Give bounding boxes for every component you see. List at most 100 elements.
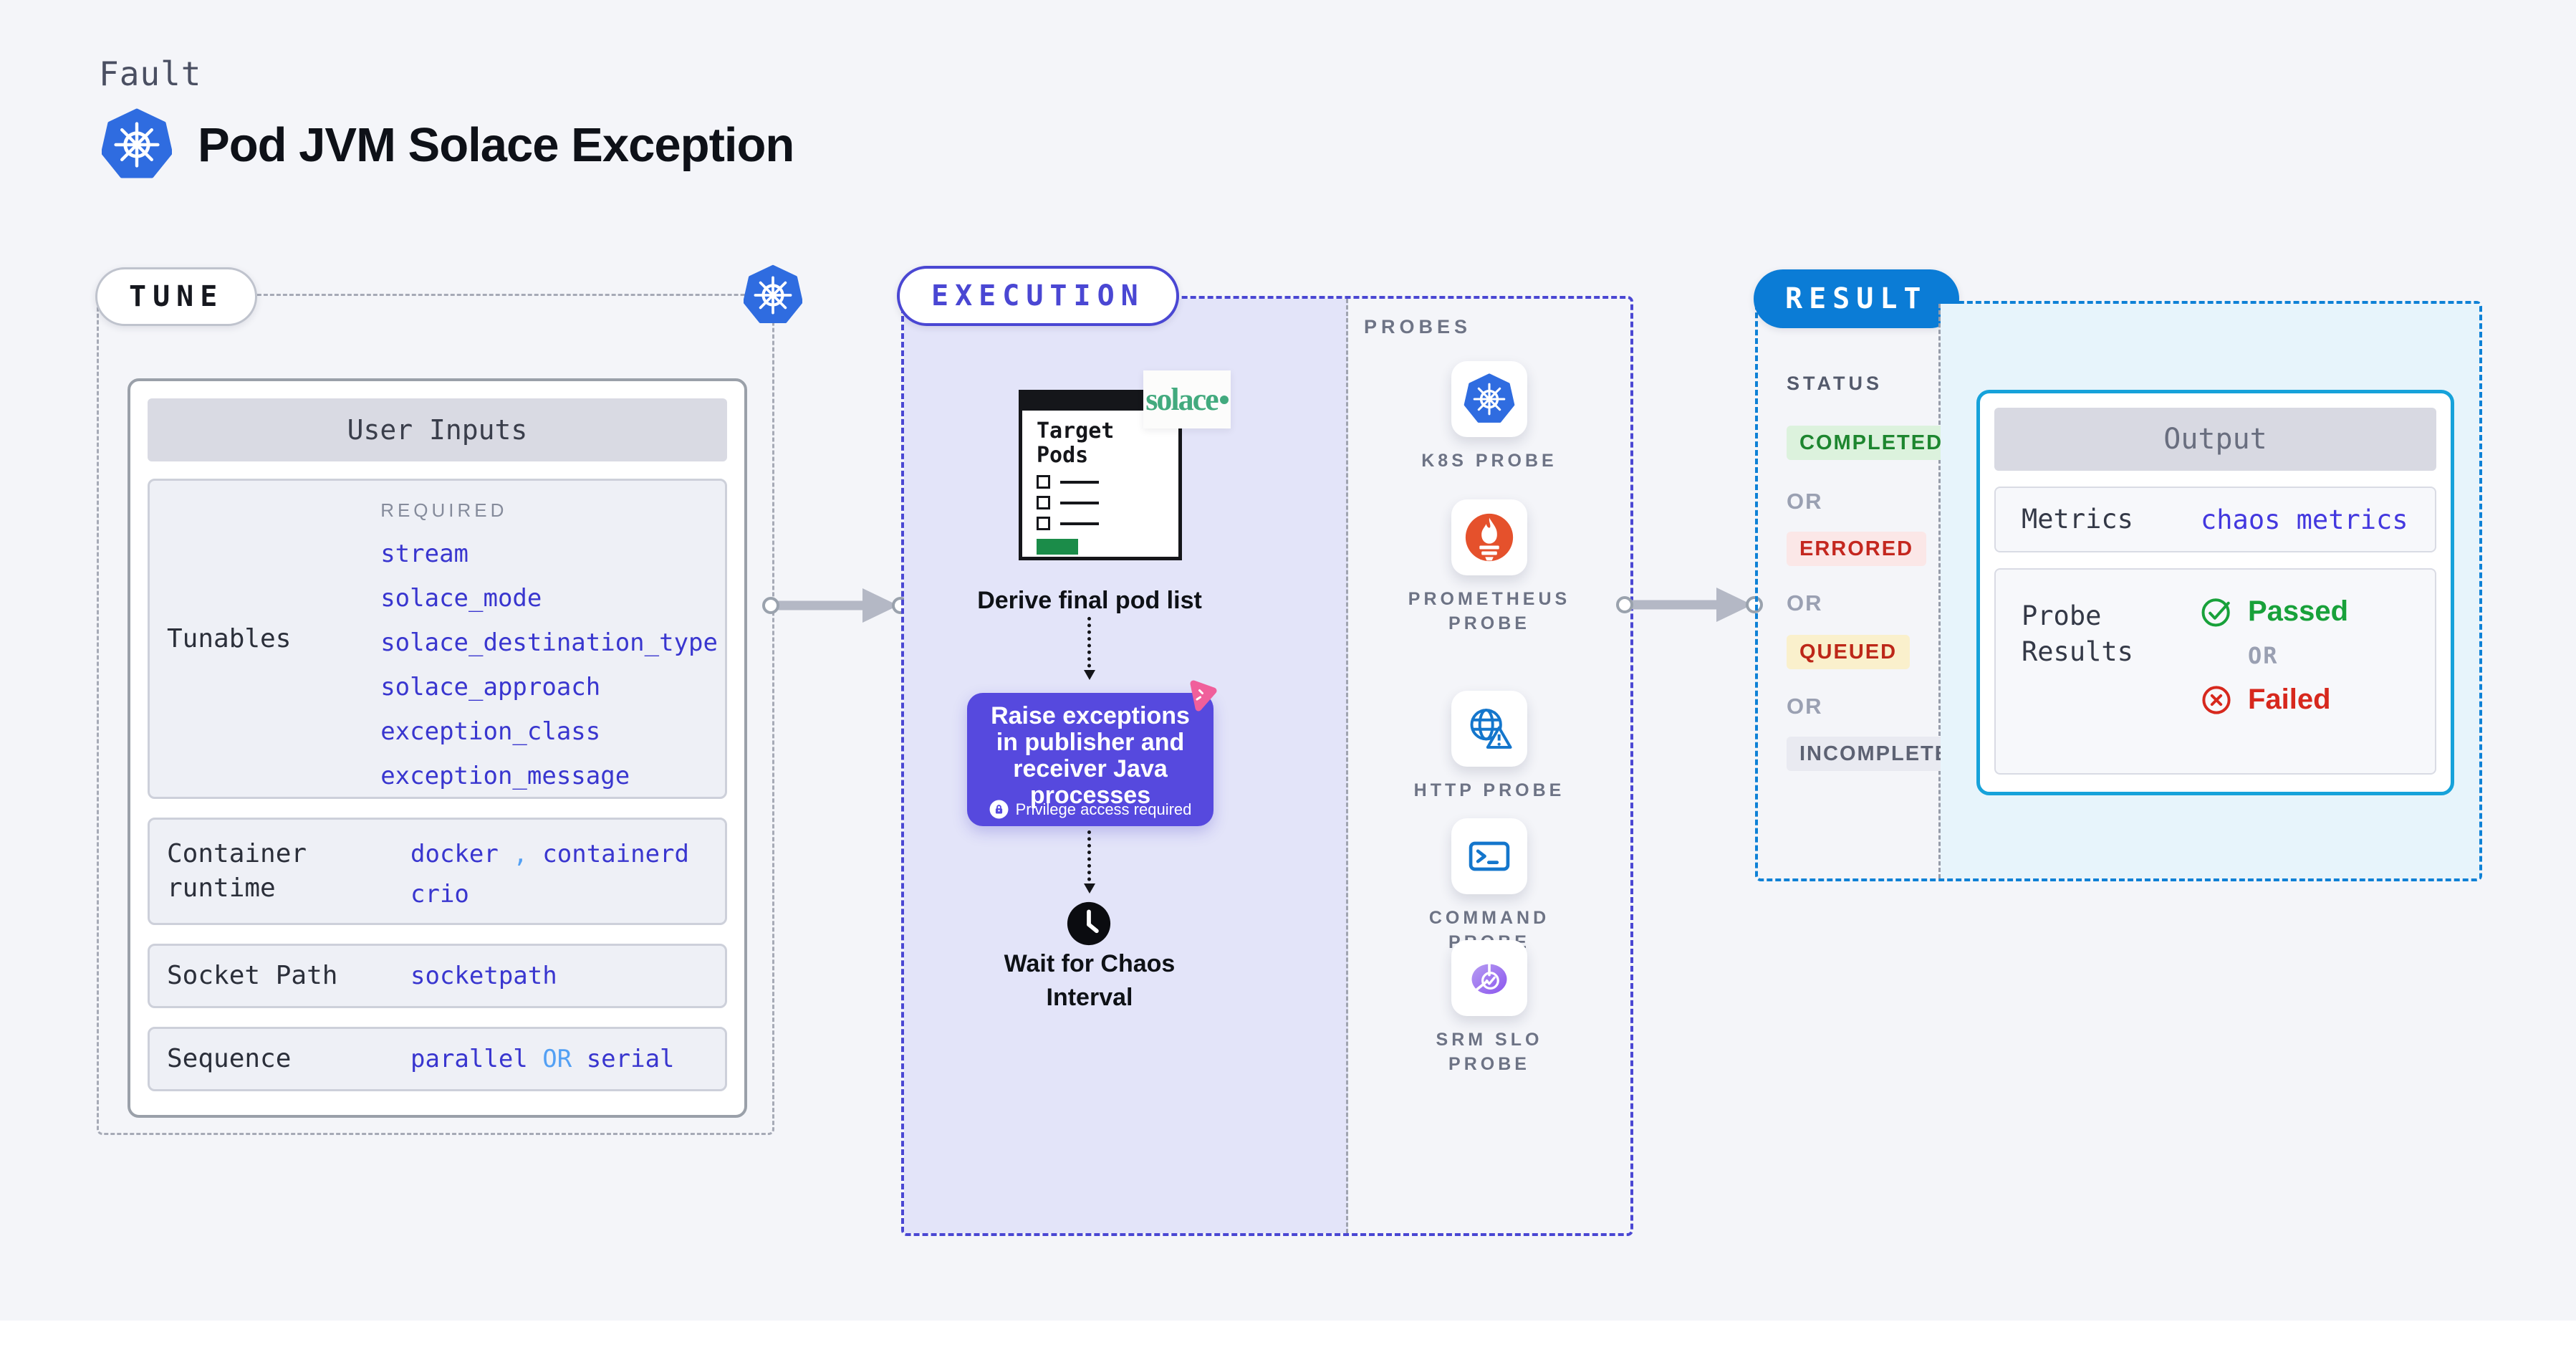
page-title: Pod JVM Solace Exception [198, 118, 794, 172]
runtime-separator: , [513, 840, 528, 868]
runtime-crio: crio [410, 880, 469, 909]
dotted-arrow [1084, 617, 1095, 680]
chaos-icon [1190, 680, 1217, 712]
output-area: Output Metrics chaos metrics Probe Resul… [1941, 304, 2479, 878]
title-row: Pod JVM Solace Exception [102, 107, 794, 182]
output-header: Output [1994, 408, 2436, 471]
metrics-row: Metrics chaos metrics [1994, 487, 2436, 552]
status-completed: COMPLETED [1787, 426, 1956, 460]
probe-card [1451, 818, 1527, 894]
tunable-value: solace_approach [380, 673, 601, 701]
kubernetes-icon [744, 264, 802, 326]
status-or: OR [1787, 590, 1823, 616]
user-inputs-card: User Inputs Tunables REQUIRED stream sol… [128, 378, 747, 1118]
checkbox-icon [1037, 496, 1050, 509]
lock-icon [989, 800, 1009, 819]
status-or: OR [1787, 489, 1823, 514]
dotted-arrow [1084, 830, 1095, 894]
status-queued: QUEUED [1787, 635, 1911, 669]
slo-pie-icon [1471, 963, 1507, 995]
tunables-values: REQUIRED stream solace_mode solace_desti… [380, 481, 725, 797]
sequence-serial: serial [586, 1045, 675, 1073]
runtime-docker: docker [410, 840, 499, 868]
execution-flow-area: Target Pods solace Derive final pod list [904, 299, 1348, 1233]
terminal-icon [1469, 841, 1510, 871]
probe-results-values: Passed OR Failed [2201, 570, 2348, 716]
result-badge: RESULT [1754, 269, 1959, 328]
container-runtime-label: Container runtime [167, 839, 307, 903]
list-line [1060, 522, 1099, 525]
checkbox-icon [1037, 475, 1050, 489]
output-card: Output Metrics chaos metrics Probe Resul… [1976, 390, 2454, 795]
probe-card [1451, 940, 1527, 1016]
green-bar [1037, 539, 1078, 555]
action-text: Raise exceptions in publisher and receiv… [991, 702, 1190, 809]
solace-dot [1219, 395, 1229, 404]
sequence-or: OR [542, 1045, 572, 1073]
kubernetes-icon [1464, 373, 1515, 423]
bottom-strip [0, 1321, 2576, 1365]
x-circle-icon [2202, 685, 2231, 714]
user-inputs-header: User Inputs [148, 398, 727, 461]
probe-srm-slo: SRM SLO PROBE [1348, 940, 1630, 1076]
probe-card [1451, 361, 1527, 437]
wait-chaos-caption: Wait for Chaos Interval [1004, 950, 1176, 1011]
probe-results-row: Probe Results Passed OR [1994, 568, 2436, 775]
failed-text: Failed [2248, 684, 2331, 715]
execution-section: Target Pods solace Derive final pod list [901, 296, 1633, 1236]
status-heading: STATUS [1787, 373, 1883, 394]
tunable-value: solace_destination_type [380, 628, 718, 657]
socket-path-value: socketpath [410, 962, 557, 990]
metrics-label: Metrics [2022, 504, 2133, 535]
probe-card [1451, 691, 1527, 767]
derive-pod-list-caption: Derive final pod list [977, 587, 1202, 614]
checkbox-icon [1037, 517, 1050, 530]
sequence-row: Sequence parallel OR serial [148, 1027, 727, 1091]
check-circle-icon [2201, 598, 2230, 626]
prometheus-icon [1465, 513, 1514, 562]
status-column: STATUS COMPLETED OR ERRORED OR QUEUED OR… [1758, 304, 1980, 878]
target-pods-title: Target Pods [1037, 418, 1115, 468]
probe-results-label: Probe Results [2022, 600, 2133, 667]
metrics-value: chaos metrics [2201, 504, 2408, 535]
flow-arrow [1616, 588, 1763, 622]
tunables-label: Tunables [167, 623, 292, 653]
target-pods-window: Target Pods [1019, 390, 1182, 560]
probe-prometheus: PROMETHEUS PROBE [1348, 499, 1630, 636]
kubernetes-icon [102, 107, 172, 182]
tune-badge: TUNE [95, 267, 258, 326]
probe-http: HTTP PROBE [1348, 691, 1630, 803]
tunable-value: exception_class [380, 717, 601, 746]
status-errored: ERRORED [1787, 532, 1927, 566]
tunable-value: stream [380, 540, 469, 568]
fault-kicker: Fault [99, 54, 202, 93]
raise-exceptions-box: Raise exceptions in publisher and receiv… [967, 680, 1217, 826]
probes-column: PROBES K8S PROBE PROMETHEUS [1348, 299, 1630, 1233]
globe-warning-icon [1470, 709, 1512, 749]
privilege-text: Privilege access required [1015, 800, 1192, 818]
tune-section: TUNE User Inputs Tunables REQUIRED strea… [95, 294, 774, 1135]
result-section: RESULT STATUS COMPLETED OR ERRORED OR QU… [1754, 269, 2482, 881]
flow-arrow [762, 588, 909, 623]
list-line [1060, 501, 1099, 504]
probe-k8s: K8S PROBE [1348, 361, 1630, 473]
execution-badge: EXECUTION [897, 266, 1179, 326]
container-runtime-row: Container runtime docker , containerd cr… [148, 818, 727, 925]
runtime-containerd: containerd [542, 840, 689, 868]
probe-command: COMMAND PROBE [1348, 818, 1630, 954]
container-runtime-values: docker , containerd crio [410, 820, 725, 923]
socket-path-label: Socket Path [167, 961, 338, 990]
solace-logo: solace [1143, 370, 1231, 428]
probes-heading: PROBES [1364, 316, 1472, 337]
tunable-value: exception_message [380, 762, 630, 790]
socket-path-row: Socket Path socketpath [148, 944, 727, 1008]
clock-icon [1067, 901, 1111, 946]
list-line [1060, 480, 1099, 484]
required-label: REQUIRED [380, 499, 508, 521]
privilege-row: Privilege access required [967, 800, 1213, 819]
probe-card [1451, 499, 1527, 575]
sequence-parallel: parallel [410, 1045, 528, 1073]
passed-text: Passed [2248, 595, 2349, 627]
status-or: OR [1787, 694, 1823, 719]
